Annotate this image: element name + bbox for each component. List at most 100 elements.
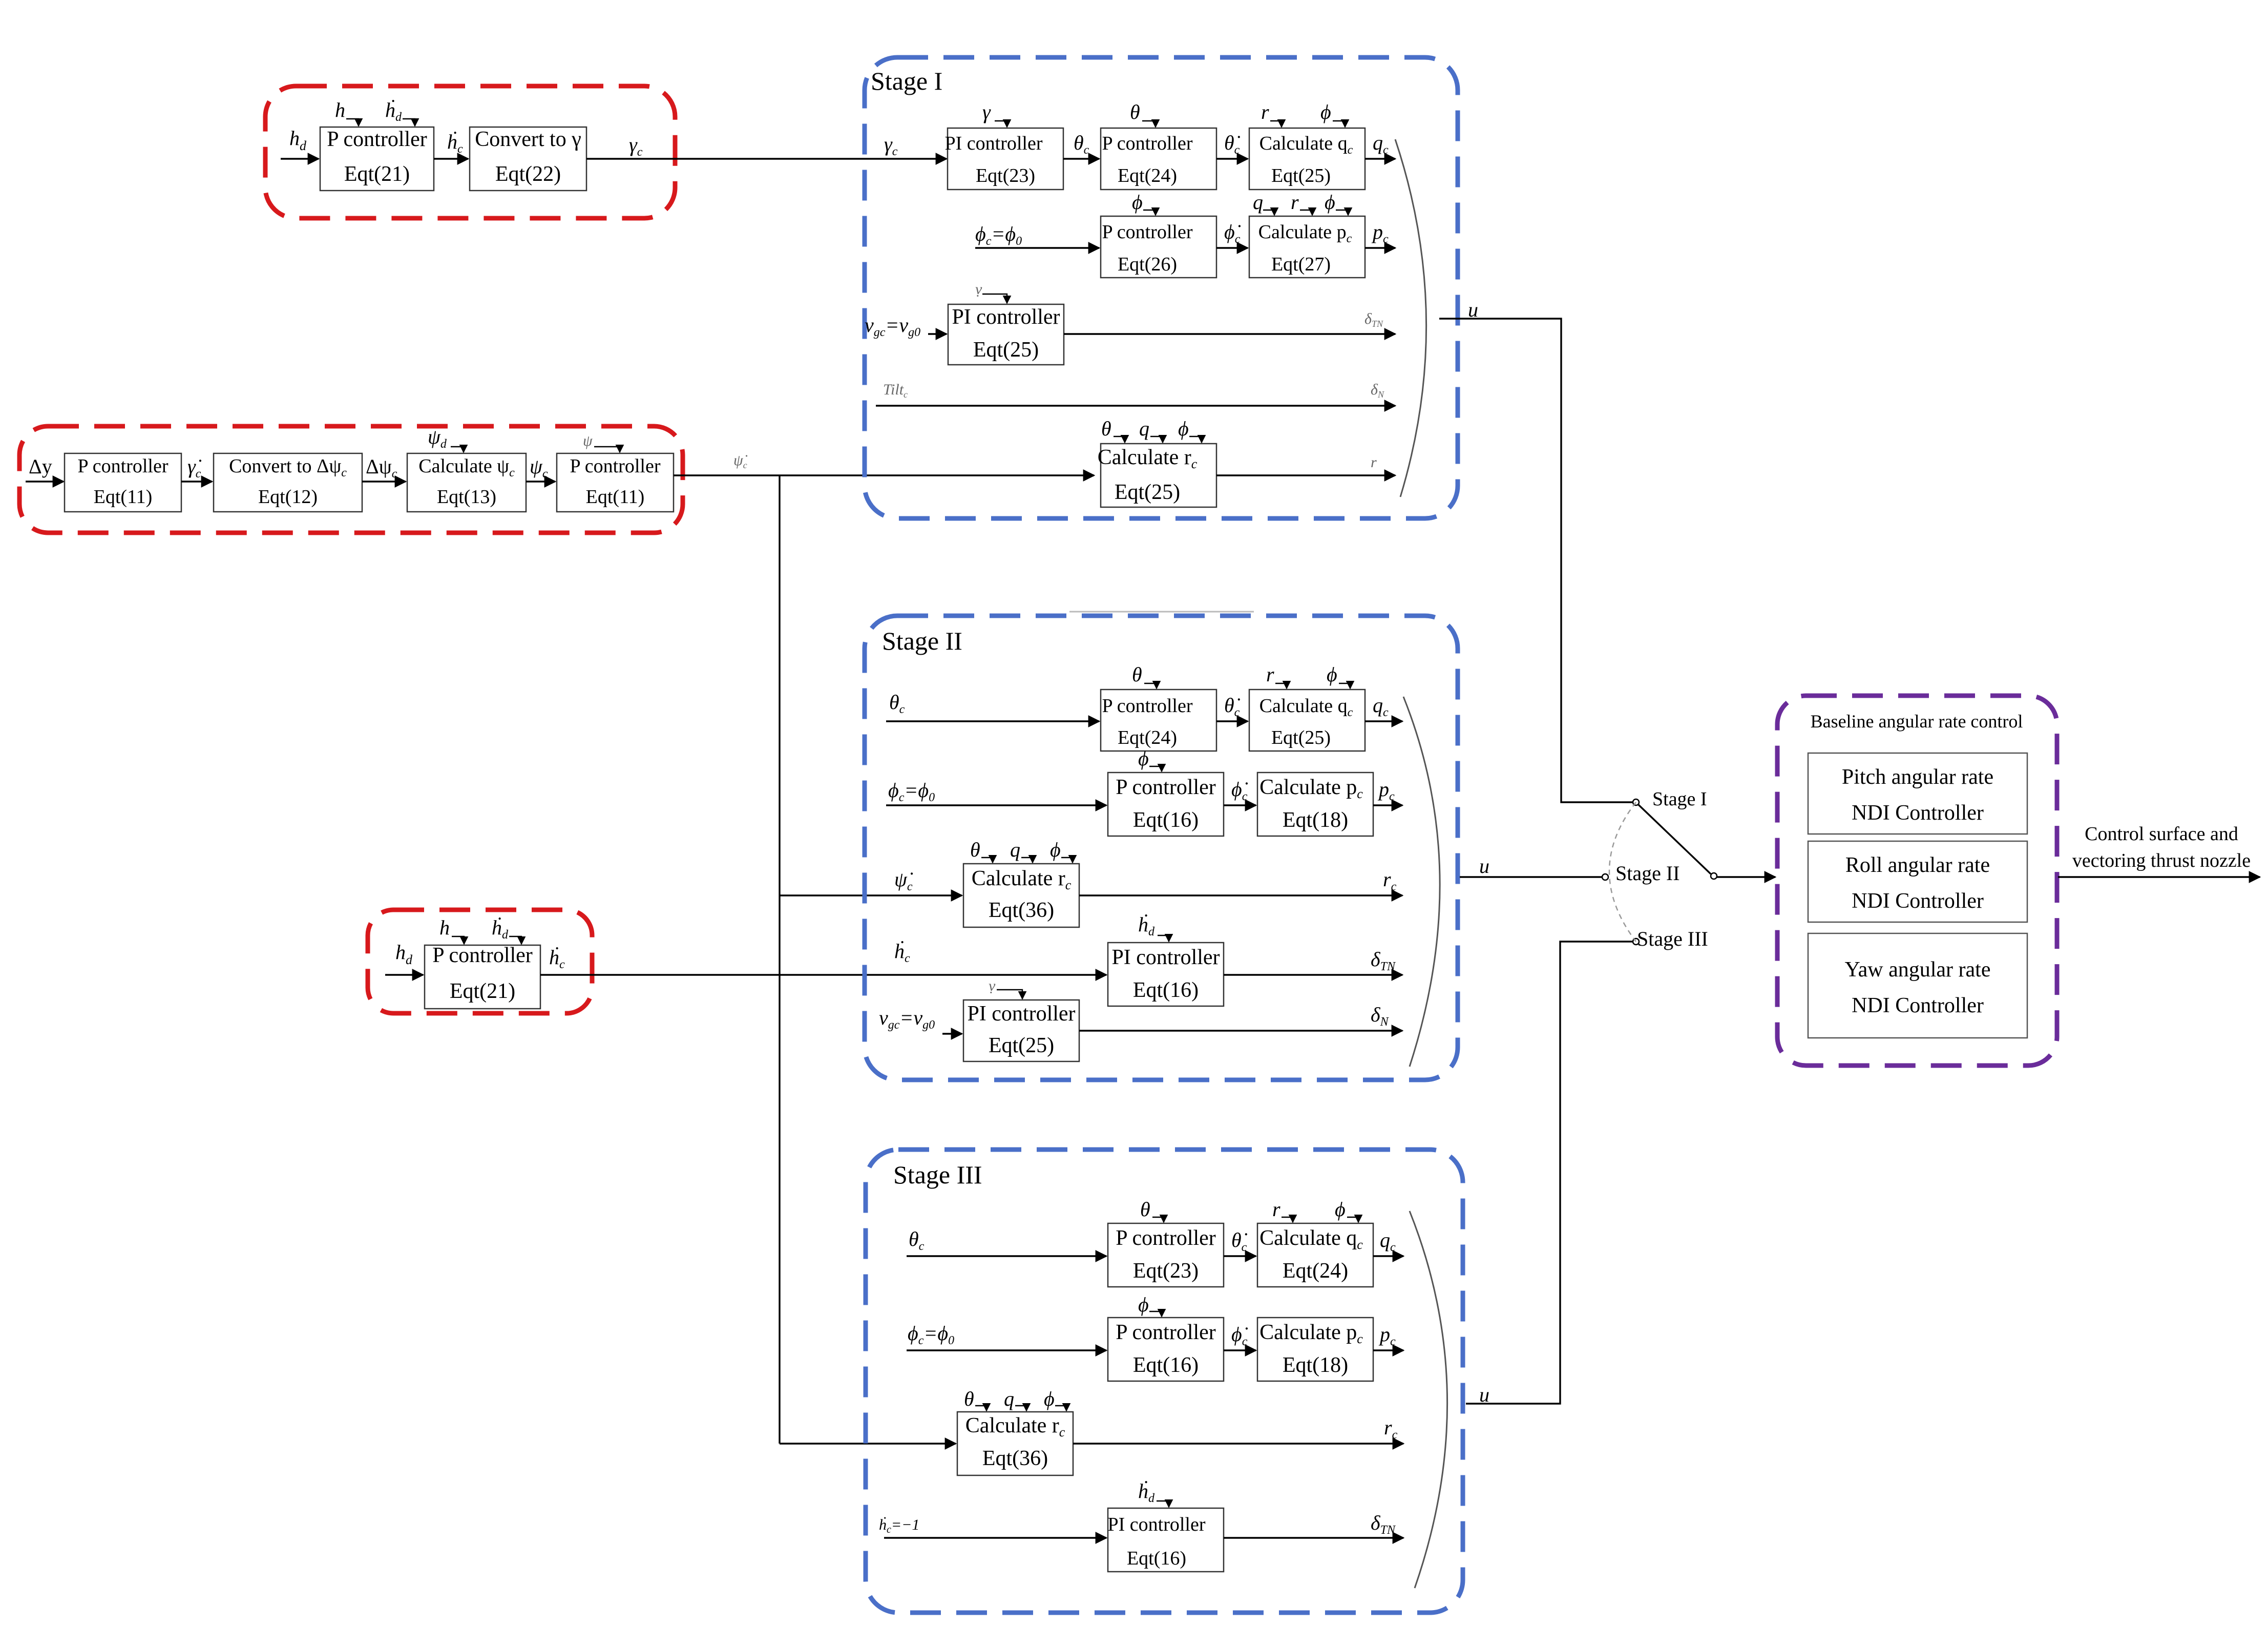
output-label-line2: vectoring thrust nozzle xyxy=(2072,850,2251,871)
svg-text:Calculate qc: Calculate qc xyxy=(1259,133,1353,157)
p-controller-block-eqt11-b xyxy=(556,452,675,513)
block-label: P controller xyxy=(78,455,169,477)
svg-text:δN: δN xyxy=(1371,1003,1390,1029)
svg-text:δTN: δTN xyxy=(1371,1511,1396,1537)
s1-calculate-qc-eqt25 xyxy=(1248,127,1366,191)
s3-theta-feedback-arrow xyxy=(1152,1214,1168,1223)
s1-gamma-feedback-arrow xyxy=(995,119,1012,128)
s3-dtn-out-label: δ xyxy=(1371,1511,1381,1534)
h-feedback-label-b: h xyxy=(439,916,450,939)
s1-phi-feedback3-arrow xyxy=(1336,207,1353,216)
switch-label-stage1: Stage I xyxy=(1652,788,1707,810)
block-eqt: Eqt(23) xyxy=(976,165,1035,186)
s1-q-feedback2-arrow xyxy=(1150,434,1167,444)
s1-theta-feedback2-label: θ xyxy=(1101,417,1111,440)
svg-text:ϕ̇c: ϕ̇c xyxy=(1231,1323,1248,1348)
s1-v-in-label: v xyxy=(865,314,874,337)
s2-q-feedback-arrow xyxy=(1021,854,1037,864)
s3-phi-feedback2-label: ϕ xyxy=(1138,1293,1149,1316)
s2-theta-feedback-label: θ xyxy=(1132,663,1142,686)
svg-text:Calculate ψc: Calculate ψc xyxy=(418,455,515,479)
s2-calculate-qc-eqt25 xyxy=(1248,689,1366,752)
s1-q-feedback-arrow xyxy=(1263,207,1279,216)
block-eqt: Eqt(16) xyxy=(1133,978,1199,1002)
s2-phi-feedback2-arrow xyxy=(1149,763,1166,773)
block-label: NDI Controller xyxy=(1852,889,1984,913)
block-label: Calculate p xyxy=(1259,776,1357,799)
hd-feedback-label: ḣ xyxy=(385,98,395,121)
svg-text:θ̇c: θ̇c xyxy=(1231,1228,1248,1254)
block-eqt: Eqt(18) xyxy=(1283,1353,1348,1377)
svg-text:Tiltc: Tiltc xyxy=(883,381,908,400)
svg-text:δTN: δTN xyxy=(1364,310,1383,329)
s3-r-out-label: r xyxy=(1384,1416,1392,1439)
hd-feedback-label-b: ḣ xyxy=(492,916,502,939)
convert-to-delta-psi-block xyxy=(213,452,363,513)
block-eqt: Eqt(21) xyxy=(450,979,515,1003)
s2-phi-feedback3-arrow xyxy=(1061,854,1077,864)
block-label: Calculate q xyxy=(1259,133,1348,154)
delta-psi-label: Δψ xyxy=(366,455,392,478)
stage-3-group: Stage III θc P controller Eqt(23) θ θ̇c … xyxy=(863,1147,1489,1615)
switch-blade xyxy=(1637,803,1712,875)
svg-text:ϕc=ϕ0: ϕc=ϕ0 xyxy=(975,222,1022,248)
stage-1-border xyxy=(862,55,1460,521)
svg-text:θc: θc xyxy=(889,691,905,716)
block-label: P controller xyxy=(1102,695,1193,717)
switch-label-stage2: Stage II xyxy=(1615,862,1680,885)
s3-phi-feedback3-label: ϕ xyxy=(1044,1387,1055,1410)
s1-r-feedback-label: r xyxy=(1261,100,1269,123)
s1-phi-in-label: ϕ xyxy=(975,222,986,245)
s2-pi-controller-eqt25 xyxy=(962,999,1080,1062)
stage-2-border xyxy=(862,613,1460,1082)
psi-feedback-arrow xyxy=(594,444,624,453)
block-label: P controller xyxy=(432,944,533,967)
block-eqt: Eqt(25) xyxy=(1115,481,1180,504)
svg-text:Calculate qc: Calculate qc xyxy=(1259,695,1353,719)
s2-q-feedback-label: q xyxy=(1010,838,1020,861)
block-eqt: Eqt(16) xyxy=(1127,1548,1186,1569)
s1-tilt-in-label: Tilt xyxy=(883,381,904,398)
hd-feedback-arrow-b xyxy=(509,935,526,945)
block-label: P controller xyxy=(570,455,661,477)
s1-q-out-label: q xyxy=(1373,131,1383,154)
s3-q-feedback-arrow xyxy=(1015,1403,1031,1412)
svg-text:hd: hd xyxy=(395,941,413,967)
svg-text:qc: qc xyxy=(1373,131,1389,157)
s3-u-label: u xyxy=(1479,1383,1489,1406)
block-eqt: Eqt(36) xyxy=(989,899,1054,922)
svg-text:ḣd: ḣd xyxy=(492,916,509,942)
block-eqt: Eqt(25) xyxy=(1271,727,1331,748)
s1-r-feedback2-arrow xyxy=(1300,207,1317,216)
s1-mux-bracket xyxy=(1394,139,1427,497)
block-label: P controller xyxy=(1116,1321,1216,1344)
baseline-border xyxy=(1775,693,2060,1068)
svg-text:Calculate rc: Calculate rc xyxy=(1098,446,1198,471)
block-label: PI controller xyxy=(952,305,1060,329)
block-label: NDI Controller xyxy=(1852,801,1984,825)
svg-text:ψc: ψc xyxy=(530,455,548,481)
svg-text:ϕ̇c: ϕ̇c xyxy=(1231,778,1248,803)
block-eqt: Eqt(11) xyxy=(94,486,153,508)
s2-r-feedback-label: r xyxy=(1266,663,1274,686)
s1-theta-feedback2-arrow xyxy=(1114,434,1129,444)
svg-text:Calculate rc: Calculate rc xyxy=(972,867,1072,892)
switch-travel-arc xyxy=(1608,802,1636,942)
s1-p-out-label: p xyxy=(1371,220,1383,243)
block-label: Convert to γ xyxy=(475,128,581,151)
block-eqt: Eqt(18) xyxy=(1283,808,1348,832)
block-label: Roll angular rate xyxy=(1845,853,1990,877)
convert-to-gamma-block xyxy=(469,126,587,192)
block-eqt: Eqt(25) xyxy=(973,338,1039,362)
s2-r-feedback-arrow xyxy=(1275,680,1291,690)
psi-c-label: ψ xyxy=(530,455,543,478)
s2-phi-in-label: ϕ xyxy=(888,779,899,802)
s2-dtn-out-label: δ xyxy=(1371,948,1381,971)
baseline-title: Baseline angular rate control xyxy=(1811,711,2023,732)
s2-phi-feedback-label: ϕ xyxy=(1327,663,1337,686)
s1-u-label: u xyxy=(1468,298,1478,321)
h-feedback-label: h xyxy=(335,98,345,121)
block-eqt: Eqt(24) xyxy=(1118,165,1177,186)
svg-text:θ̇c: θ̇c xyxy=(1224,131,1241,157)
output-label-line1: Control surface and xyxy=(2085,823,2238,845)
